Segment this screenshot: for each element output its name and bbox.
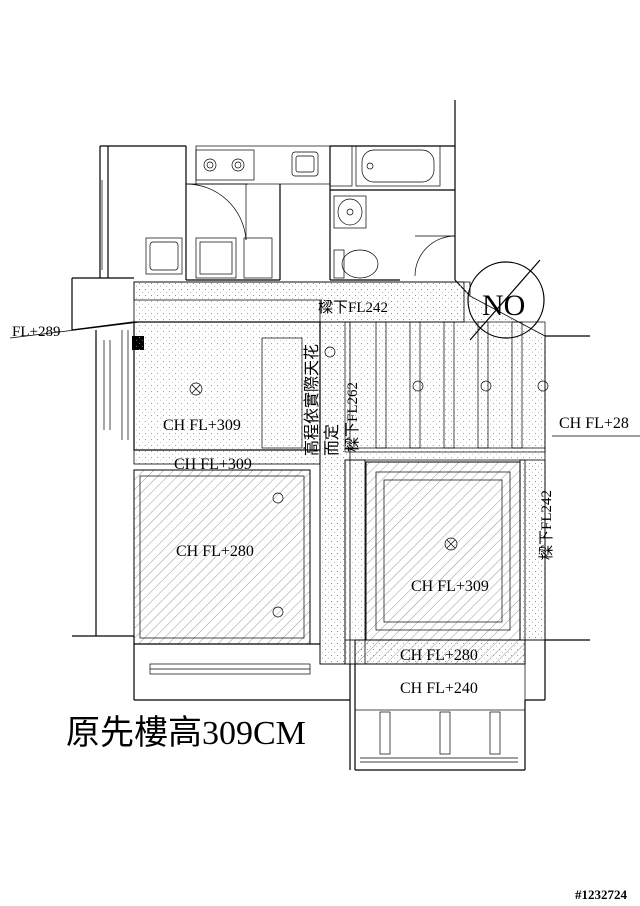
ch-strip-bottom-2-label: CH FL+240 [400,680,478,697]
fl-289-label: FL+289 [12,324,60,340]
kitchen [145,145,331,281]
ch-strip-bottom-1-label: CH FL+280 [400,647,478,664]
bathroom [329,145,456,281]
top-left-room [133,321,336,451]
ch-right-edge-label: CH FL+28 [559,415,629,432]
fl-leader-line [9,321,141,339]
ch-top-left-room-label: CH FL+309 [163,417,241,434]
ch-strip-left-label: CH FL+309 [174,456,252,473]
ceiling-note-label: 高程依實際天花 [302,344,321,456]
ceiling-note-label-2: 而定 [323,424,341,456]
bottom-strips [354,639,526,763]
watermark-label: #1232724 [575,887,628,902]
hatched-room-left [133,469,320,675]
beam-label-top: 樑下FL242 [318,299,388,316]
ch-center-right-label: CH FL+309 [411,578,489,595]
beam-mid-label: 樑下FL262 [344,382,361,452]
beam-right-label: 樑下FL242 [538,490,555,560]
exterior-walls [71,100,590,771]
ceiling-strips [344,321,549,453]
ch-hatched-left-label: CH FL+280 [176,543,254,560]
north-label: NO [482,289,525,322]
north-marker [467,259,545,341]
drawing-title: 原先樓高309CM [66,714,306,752]
hatched-room-right [365,461,521,641]
